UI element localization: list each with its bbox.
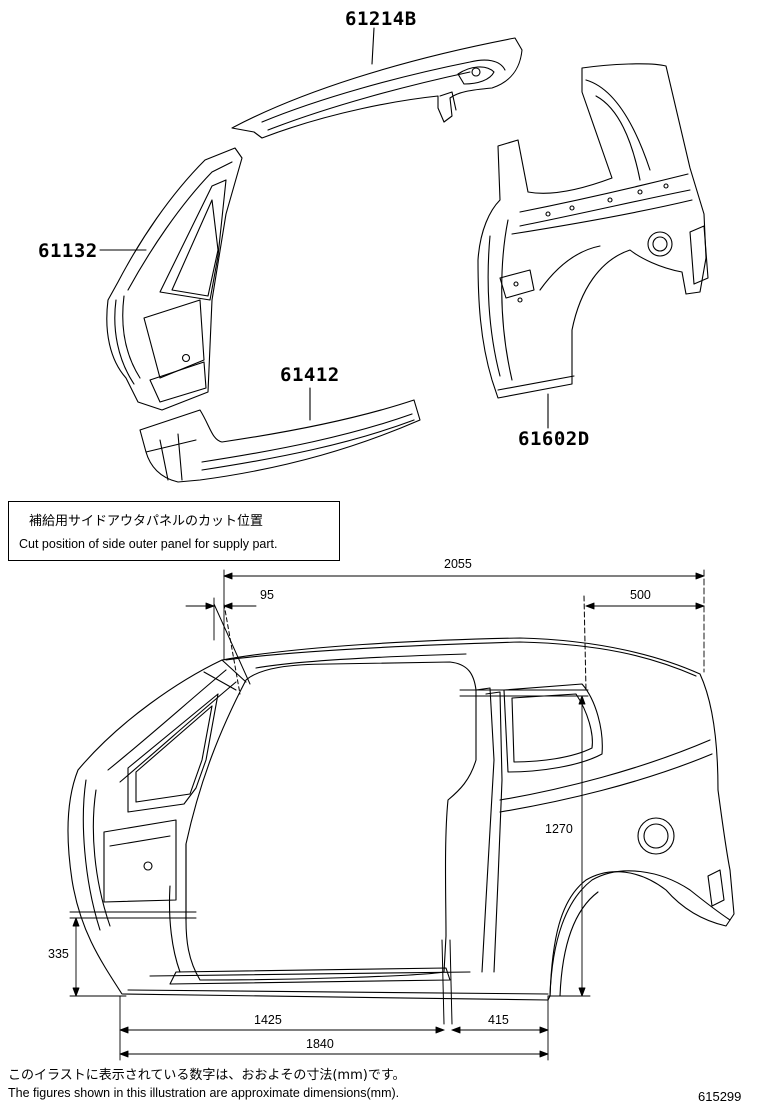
rocker-panel-part <box>139 399 421 483</box>
quarter-panel-part <box>477 63 709 399</box>
illustration-number: 615299 <box>698 1089 742 1104</box>
note-english: Cut position of side outer panel for sup… <box>19 537 278 551</box>
front-pillar-part <box>106 147 243 411</box>
dimension-center-to-rear-cut: 415 <box>488 1013 509 1027</box>
dimension-front-cut-height: 335 <box>48 947 69 961</box>
dimension-front-cut-offset: 95 <box>260 588 274 602</box>
leader-roof-side-rail <box>371 27 375 65</box>
dimension-front-to-rear-cut: 1840 <box>306 1037 334 1051</box>
cut-position-note: 補給用サイドアウタパネルのカット位置 Cut position of side … <box>8 501 340 561</box>
part-number-rocker-panel: 61412 <box>280 364 340 386</box>
part-number-roof-side-rail: 61214B <box>345 8 417 30</box>
dimension-lines <box>69 569 705 1061</box>
note-japanese: 補給用サイドアウタパネルのカット位置 <box>29 514 264 529</box>
dimension-rear-cut-offset: 500 <box>630 588 651 602</box>
dimension-rear-cut-height: 1270 <box>545 822 573 836</box>
footer-note-english: The figures shown in this illustration a… <box>8 1086 400 1100</box>
footer-note-japanese: このイラストに表示されている数字は、おおよその寸法(mm)です。 <box>8 1068 406 1083</box>
part-number-quarter-panel: 61602D <box>518 428 590 450</box>
part-number-front-pillar: 61132 <box>38 240 98 262</box>
dimension-overall-length: 2055 <box>444 557 472 571</box>
side-outer-panel-outline <box>67 637 735 1001</box>
cut-lines <box>69 595 589 1025</box>
roof-side-rail-part <box>231 37 523 139</box>
dimension-front-to-center-cut: 1425 <box>254 1013 282 1027</box>
